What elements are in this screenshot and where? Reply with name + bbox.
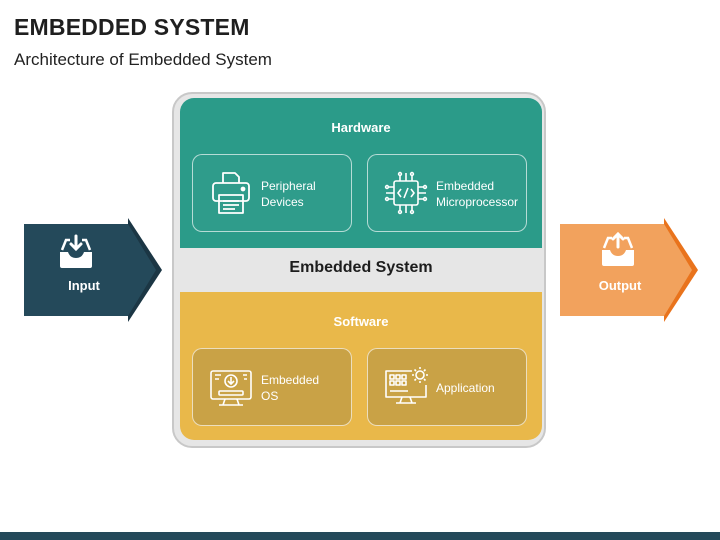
input-arrow-tip-inner [128,224,156,316]
inbox-down-icon [60,234,92,268]
software-panel: Software Embedded OS [180,292,542,440]
hardware-title: Hardware [331,120,391,135]
inbox-up-icon [602,231,634,266]
chip-code-icon [384,171,428,215]
embedded-microprocessor-line2: Microprocessor [436,195,519,209]
application-line1: Application [436,381,495,395]
peripheral-devices-card: Peripheral Devices [192,154,352,232]
peripheral-devices-line1: Peripheral [261,179,316,193]
input-label: Input [68,278,100,293]
embedded-os-label: Embedded OS [261,349,353,427]
embedded-os-line2: OS [261,389,279,403]
embedded-microprocessor-line1: Embedded [436,179,495,193]
page-subtitle: Architecture of Embedded System [14,50,272,69]
software-title: Software [333,314,389,329]
monitor-download-icon [210,370,252,406]
embedded-os-line1: Embedded [261,373,320,387]
monitor-gear-icon [385,367,428,404]
application-card: Application [367,348,527,426]
embedded-microprocessor-label: Embedded Microprocessor [436,155,528,233]
output-label: Output [598,278,642,293]
peripheral-devices-line2: Devices [261,195,304,209]
embedded-microprocessor-card: Embedded Microprocessor [367,154,527,232]
footer-bar [0,532,720,540]
embedded-system-label: Embedded System [289,259,433,276]
application-label: Application [436,349,528,427]
peripheral-devices-label: Peripheral Devices [261,155,353,233]
hardware-panel: Hardware Peripheral Devices [180,98,542,248]
embedded-os-card: Embedded OS [192,348,352,426]
page-title: EMBEDDED SYSTEM [14,14,250,40]
printer-icon [212,172,250,214]
output-arrow-tip-inner [664,224,692,316]
